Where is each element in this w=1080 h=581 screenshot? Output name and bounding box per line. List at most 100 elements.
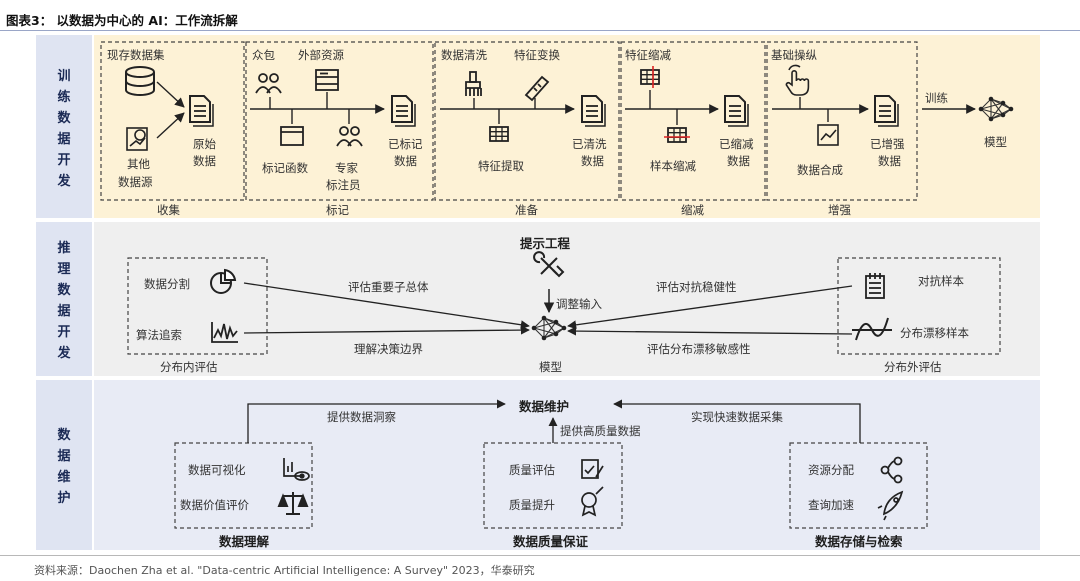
- chart-eye-icon: [283, 458, 310, 481]
- expert-label-2: 标注员: [326, 178, 361, 192]
- network-nodes-icon: [880, 456, 903, 484]
- label-title: 标记: [326, 203, 349, 217]
- quality-in-label: 提供高质量数据: [560, 424, 641, 438]
- signal-drift-icon: [852, 317, 892, 341]
- pie-chart-icon: [210, 268, 237, 294]
- sensitivity-label: 评估分布漂移敏感性: [647, 342, 751, 356]
- understand-box: [174, 442, 313, 529]
- raw-data-doc-icon: [189, 95, 214, 127]
- manipulate-label: 基础操纵: [771, 48, 817, 62]
- insight-label: 提供数据洞察: [327, 410, 396, 424]
- maintenance-center-label: 数据维护: [519, 399, 570, 414]
- sample-reduce-label: 样本缩减: [650, 159, 696, 173]
- feature-reduce-label: 特征缩减: [625, 48, 671, 62]
- augmented-data-doc-icon: [874, 95, 899, 127]
- training-model-label: 模型: [984, 135, 1007, 149]
- maintenance-section-label: 数据维护: [57, 428, 71, 506]
- transform-label: 特征变换: [514, 48, 560, 62]
- notepad-icon: [865, 273, 885, 299]
- storage-box: [789, 442, 928, 529]
- reduced-data-doc-icon: [724, 95, 749, 127]
- training-model-icon: [978, 96, 1014, 122]
- ruler-icon: [524, 75, 550, 102]
- collect-title: 收集: [157, 203, 180, 217]
- collect-box: [100, 41, 245, 201]
- crowd-icon: [255, 73, 282, 94]
- understand-title: 数据理解: [219, 534, 270, 549]
- fast-collect-label: 实现快速数据采集: [691, 410, 783, 424]
- quality-eval-label: 质量评估: [509, 463, 555, 477]
- synthesis-chart-icon: [817, 124, 839, 146]
- sample-reduce-icon: [667, 127, 687, 143]
- reduced-label-2: 数据: [727, 154, 750, 168]
- algo-recourse-label: 算法追索: [136, 328, 182, 342]
- cleaned-label-2: 数据: [581, 154, 604, 168]
- adversarial-label: 对抗样本: [918, 274, 964, 288]
- quality-box: [483, 442, 623, 529]
- other-source-icon: [126, 127, 148, 151]
- spectrum-chart-icon: [211, 322, 238, 343]
- crowd-label: 众包: [252, 48, 275, 62]
- raw-data-label-1: 原始: [193, 137, 216, 151]
- cleaned-data-doc-icon: [581, 95, 606, 127]
- decision-boundary-label: 理解决策边界: [354, 342, 423, 356]
- database-icon: [125, 66, 155, 96]
- clean-label: 数据清洗: [441, 48, 487, 62]
- augment-title: 增强: [828, 203, 851, 217]
- rocket-icon: [877, 490, 904, 521]
- reduce-title: 缩减: [681, 203, 704, 217]
- quality-title: 数据质量保证: [513, 534, 589, 549]
- inference-model-icon: [531, 315, 567, 341]
- labeled-data-label-1: 已标记: [388, 137, 423, 151]
- shift-sample-label: 分布漂移样本: [900, 326, 969, 340]
- label-box: [245, 41, 434, 201]
- maintenance-band: [94, 380, 1040, 550]
- prepare-title: 准备: [515, 203, 538, 217]
- eval-subpop-label: 评估重要子总体: [348, 280, 429, 294]
- title-rule: [0, 30, 1080, 31]
- inference-model-label: 模型: [539, 360, 562, 374]
- label-column-3: [36, 380, 92, 550]
- labeled-data-label-2: 数据: [394, 154, 417, 168]
- prompt-engineering-label: 提示工程: [520, 236, 571, 251]
- label-column-1: [36, 35, 92, 218]
- other-source-label-2: 数据源: [118, 175, 153, 189]
- award-badge-icon: [581, 486, 604, 517]
- raw-data-label-2: 数据: [193, 154, 216, 168]
- robust-label: 评估对抗稳健性: [656, 280, 737, 294]
- resource-label: 资源分配: [808, 463, 854, 477]
- labeled-data-doc-icon: [391, 95, 416, 127]
- reduce-box: [620, 41, 766, 201]
- visualize-label: 数据可视化: [188, 463, 246, 477]
- wrench-screwdriver-icon: [533, 251, 565, 278]
- footer-rule: [0, 555, 1080, 556]
- train-label: 训练: [925, 91, 948, 105]
- balance-scale-icon: [277, 492, 309, 515]
- label-function-label: 标记函数: [262, 161, 308, 175]
- extract-label: 特征提取: [478, 159, 524, 173]
- augmented-label-2: 数据: [878, 154, 901, 168]
- out-distribution-title: 分布外评估: [884, 360, 942, 374]
- in-distribution-box: [127, 257, 268, 355]
- external-resource-icon: [315, 69, 339, 91]
- checklist-pen-icon: [581, 459, 604, 479]
- augmented-label-1: 已增强: [870, 137, 905, 151]
- data-split-label: 数据分割: [144, 277, 190, 291]
- inference-section-label: 推理数据开发: [57, 241, 71, 361]
- existing-dataset-label: 现存数据集: [107, 48, 165, 62]
- label-column-2: [36, 222, 92, 376]
- training-section-label: 训练数据开发: [57, 69, 71, 189]
- label-function-icon: [280, 126, 304, 146]
- quality-up-label: 质量提升: [509, 498, 555, 512]
- other-source-label-1: 其他: [127, 157, 150, 171]
- inference-band: [94, 222, 1040, 376]
- source-note: 资料来源：Daochen Zha et al. "Data-centric Ar…: [34, 564, 535, 577]
- feature-extract-icon: [489, 126, 509, 142]
- prepare-box: [434, 41, 620, 201]
- cleaned-label-1: 已清洗: [572, 137, 607, 151]
- query-label: 查询加速: [808, 498, 854, 512]
- external-label: 外部资源: [298, 48, 344, 62]
- hand-pointer-icon: [785, 64, 810, 96]
- brush-icon: [465, 71, 482, 96]
